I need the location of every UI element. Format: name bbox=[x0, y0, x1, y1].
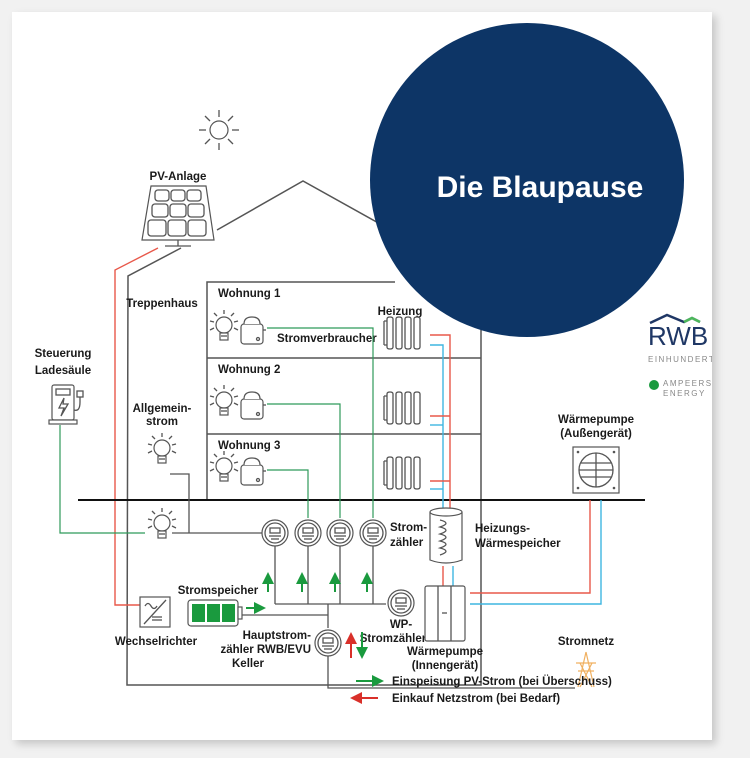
diagram-card: PV-Anlage Treppenhaus Wohnung 1 Wohnung … bbox=[12, 12, 712, 740]
svg-text:RWB: RWB bbox=[648, 321, 708, 351]
bulb-icon bbox=[147, 432, 177, 464]
label-wp-aussen-2: (Außengerät) bbox=[560, 428, 632, 440]
battery-icon bbox=[187, 599, 243, 627]
label-wp-2: Stromzähler bbox=[360, 633, 427, 645]
sun-icon bbox=[199, 110, 239, 150]
label-stromverbraucher: Stromverbraucher bbox=[277, 333, 377, 345]
wp-meter-icon bbox=[387, 589, 415, 617]
rwb-logo: RWB bbox=[648, 313, 708, 351]
radiator-icon bbox=[383, 391, 421, 425]
toaster-icon bbox=[240, 316, 267, 345]
label-wp-innen-2: (Innengerät) bbox=[412, 660, 479, 672]
ampeers-logo: AMPEERS ENERGY bbox=[649, 379, 712, 398]
label-stromzaehler-2: zähler bbox=[390, 537, 424, 549]
label-ladesaeule: Ladesäule bbox=[35, 365, 91, 377]
main-meter-icon bbox=[314, 629, 342, 657]
toaster-icon bbox=[240, 457, 267, 486]
title-circle bbox=[370, 23, 684, 337]
label-wp-aussen-1: Wärmepumpe bbox=[558, 414, 634, 426]
label-heizung: Heizung bbox=[378, 306, 423, 318]
meter-icon bbox=[261, 519, 289, 547]
charger-power-line bbox=[59, 425, 145, 534]
label-heizspeicher-1: Heizungs- bbox=[475, 523, 530, 535]
inverter-icon bbox=[139, 596, 171, 628]
export-arrows bbox=[262, 572, 373, 592]
meter-icon bbox=[359, 519, 387, 547]
svg-text:ENERGY: ENERGY bbox=[663, 389, 706, 398]
legend-import-label: Einkauf Netzstrom (bei Bedarf) bbox=[392, 693, 560, 705]
meter-bus bbox=[274, 546, 386, 628]
charging-station-icon bbox=[48, 384, 84, 425]
legend-export-label: Einspeisung PV-Strom (bei Überschuss) bbox=[392, 675, 612, 688]
general-power-line bbox=[170, 473, 190, 533]
label-allgemein-1: Allgemein- bbox=[133, 403, 192, 415]
page-title: Die Blaupause bbox=[437, 171, 644, 204]
bulb-icon bbox=[209, 450, 239, 482]
bulb-icon bbox=[147, 507, 177, 539]
heat-storage-tank-icon bbox=[429, 507, 463, 564]
heating-pipes bbox=[430, 334, 451, 517]
heat-pump-supply-line bbox=[470, 500, 591, 594]
label-heizspeicher-2: Wärmespeicher bbox=[475, 538, 561, 550]
label-wohnung-2: Wohnung 2 bbox=[218, 364, 280, 376]
energy-diagram: PV-Anlage Treppenhaus Wohnung 1 Wohnung … bbox=[35, 23, 712, 705]
apartment-power-lines bbox=[267, 327, 374, 518]
radiator-icon bbox=[383, 456, 421, 490]
toaster-icon bbox=[240, 391, 267, 420]
house-outline bbox=[126, 180, 482, 686]
legend: Einspeisung PV-Strom (bei Überschuss) Ei… bbox=[350, 675, 612, 705]
power-pylon-icon bbox=[576, 651, 596, 688]
heat-pump-indoor-icon bbox=[424, 585, 466, 642]
apartments-block bbox=[206, 281, 481, 500]
bulb-icon bbox=[209, 309, 239, 341]
label-wp-1: WP- bbox=[390, 619, 413, 631]
heat-pump-outdoor-icon bbox=[572, 446, 620, 494]
label-pv-anlage: PV-Anlage bbox=[150, 171, 207, 183]
label-wp-innen-1: Wärmepumpe bbox=[407, 646, 483, 658]
label-hauptzaehler-1: Hauptstrom- bbox=[243, 630, 312, 642]
label-treppenhaus: Treppenhaus bbox=[126, 298, 198, 310]
pv-dc-cable bbox=[114, 247, 159, 606]
label-wechselrichter: Wechselrichter bbox=[115, 636, 198, 648]
label-stromzaehler-1: Strom- bbox=[390, 522, 427, 534]
label-stromnetz: Stromnetz bbox=[558, 636, 614, 648]
radiator-icon bbox=[383, 316, 421, 350]
grid-connection-line bbox=[327, 656, 575, 689]
svg-text:AMPEERS: AMPEERS bbox=[663, 379, 712, 388]
label-steuerung: Steuerung bbox=[35, 348, 92, 360]
label-wohnung-1: Wohnung 1 bbox=[218, 288, 281, 300]
einhundert-logo: EINHUNDERT bbox=[648, 355, 712, 364]
heat-pump-return-line bbox=[470, 500, 602, 605]
bulb-icon bbox=[209, 384, 239, 416]
label-stromspeicher: Stromspeicher bbox=[178, 585, 259, 597]
meter-icon bbox=[326, 519, 354, 547]
label-wohnung-3: Wohnung 3 bbox=[218, 440, 280, 452]
solar-panel-icon bbox=[141, 185, 215, 247]
label-hauptzaehler-2: zähler RWB/EVU bbox=[220, 644, 311, 656]
label-allgemein-2: strom bbox=[146, 416, 178, 428]
label-keller: Keller bbox=[232, 658, 264, 670]
meter-icon bbox=[294, 519, 322, 547]
